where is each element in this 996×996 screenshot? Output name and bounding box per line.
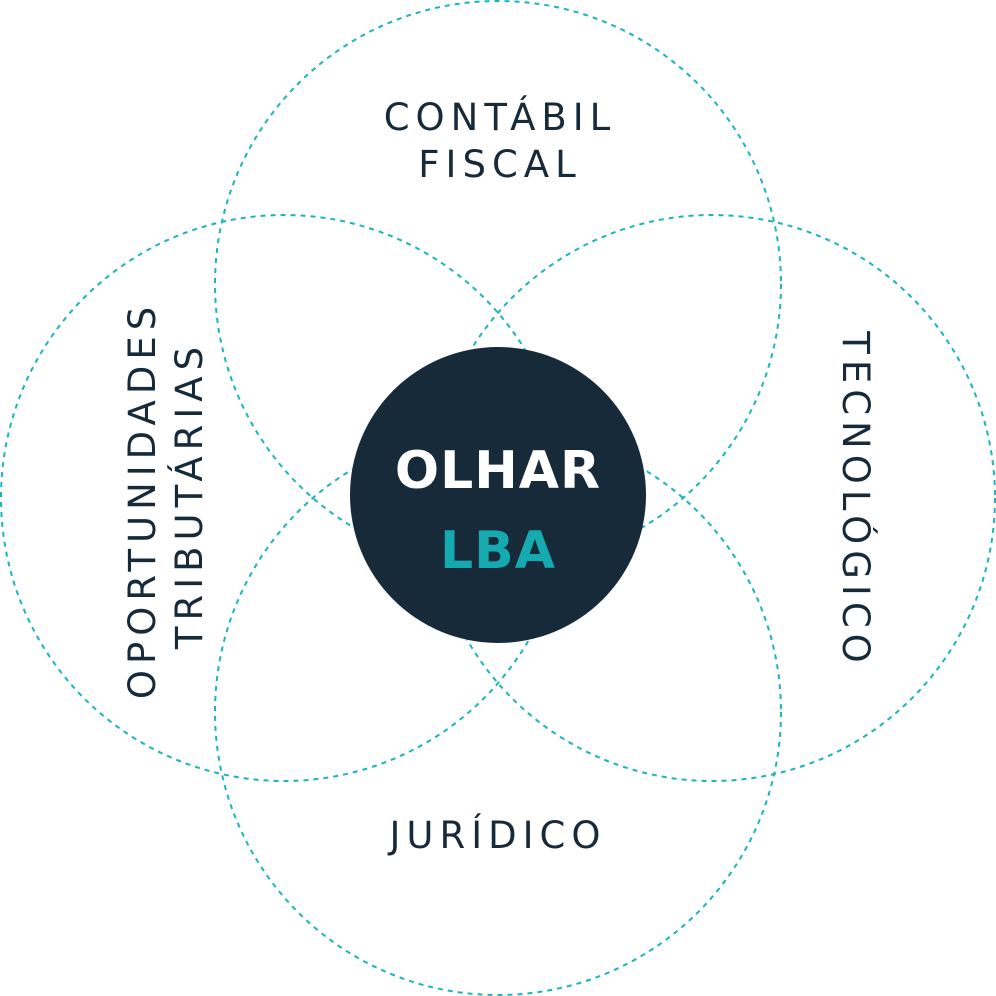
label-tributarias: TRIBUTÁRIAS xyxy=(167,341,211,650)
center-circle xyxy=(350,347,646,643)
center-title: OLHAR xyxy=(395,441,601,501)
circle-tecnologico xyxy=(428,214,996,782)
label-tecnologico: TECNOLÓGICO xyxy=(834,330,878,669)
label-contabil: CONTÁBIL xyxy=(384,95,617,139)
center-brand-logo: LBA xyxy=(440,521,556,581)
label-juridico: JURÍDICO xyxy=(388,813,607,857)
label-oportunidades: OPORTUNIDADES xyxy=(121,301,164,699)
label-fiscal: FISCAL xyxy=(418,143,581,186)
